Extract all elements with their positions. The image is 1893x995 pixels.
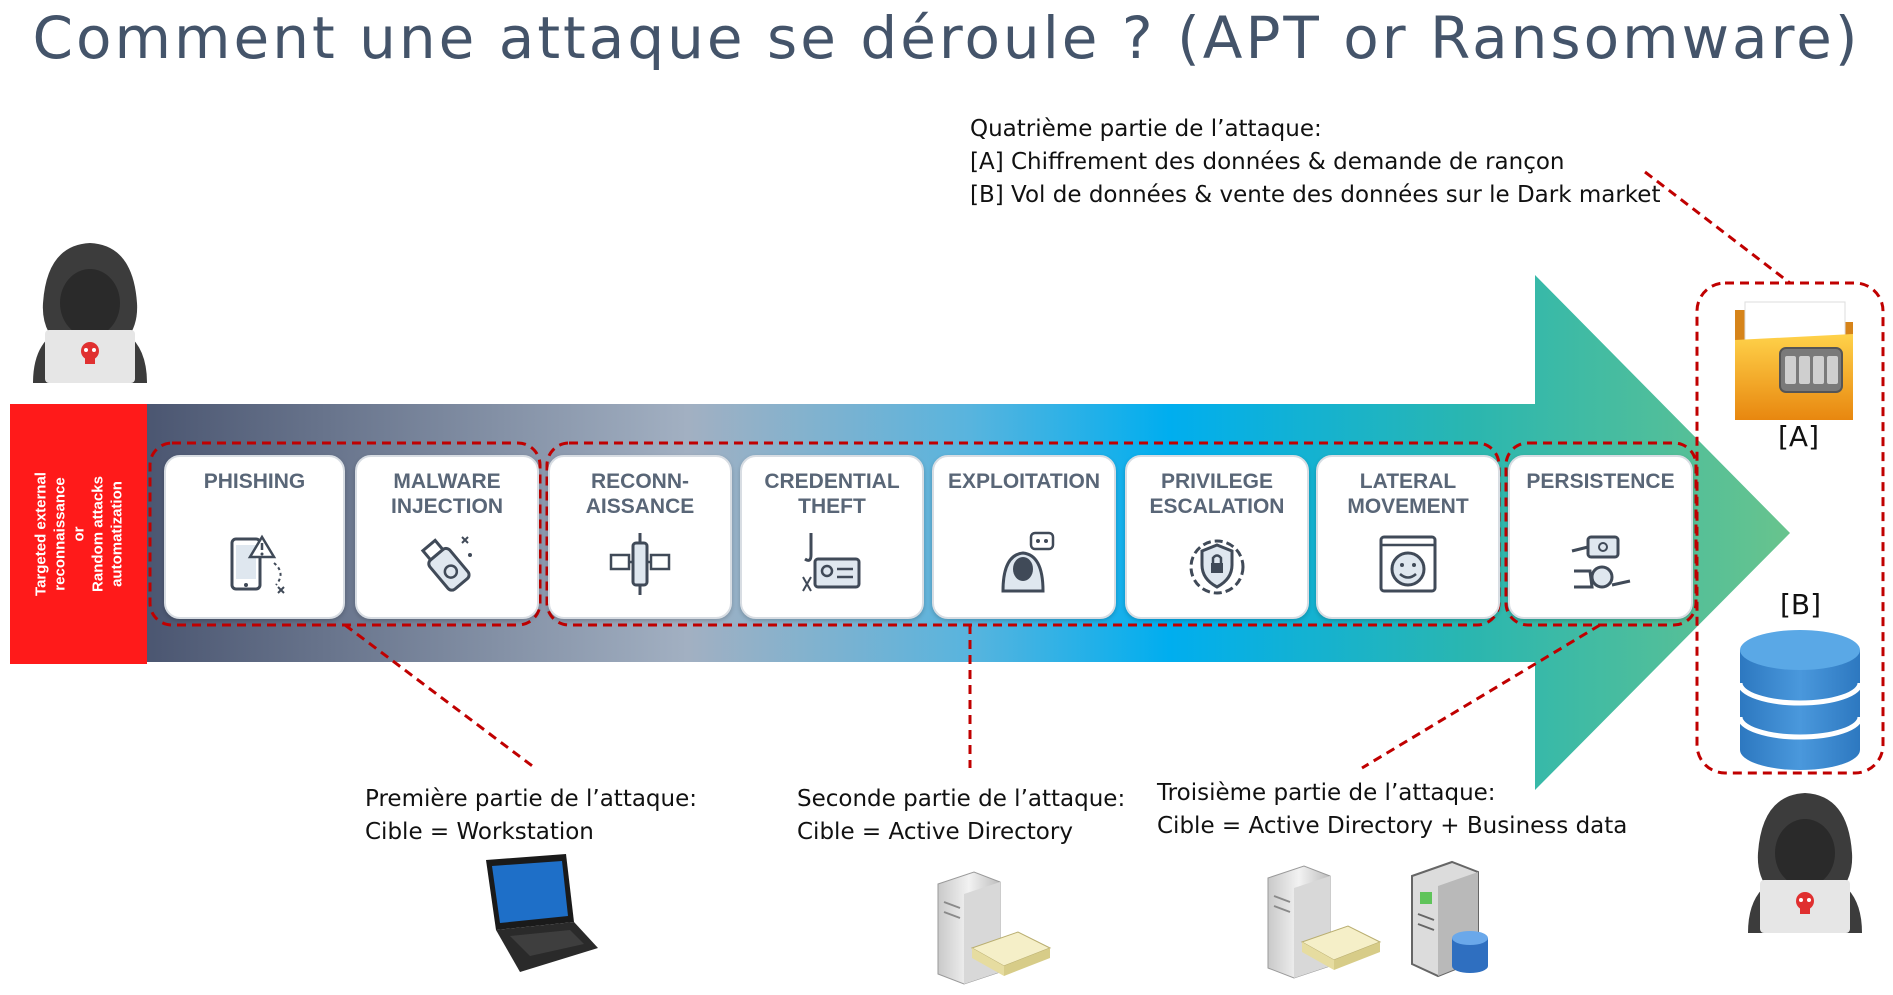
- note-line: Cible = Workstation: [365, 819, 594, 845]
- database-icon: [1737, 630, 1863, 770]
- stage-label: PERSISTENCE: [1526, 470, 1675, 493]
- stage-malware-injection: MALWARE INJECTION: [355, 455, 539, 619]
- satellite-icon: [609, 533, 671, 595]
- stage-label: EXPLOITATION: [947, 470, 1101, 493]
- hands-exchange-icon: [1571, 535, 1630, 589]
- note-line: Quatrième partie de l’attaque:: [970, 116, 1322, 142]
- note-second-part: Seconde partie de l’attaque: Cible = Act…: [797, 783, 1125, 849]
- server-database-icon: [1411, 860, 1488, 978]
- monitor-face-icon: [1379, 535, 1437, 593]
- left-label-line: reconnaissance: [51, 477, 68, 591]
- outcome-a-label: [A]: [1778, 420, 1820, 453]
- connector-first: [344, 623, 536, 770]
- note-line: Seconde partie de l’attaque:: [797, 786, 1126, 812]
- stage-label: CREDENTIAL THEFT: [764, 470, 900, 518]
- left-label-text: Targeted external reconnaissance or Rand…: [31, 414, 126, 654]
- note-line: [A] Chiffrement des données & demande de…: [970, 149, 1565, 175]
- stage-privilege-escalation: PRIVILEGE ESCALATION: [1125, 455, 1309, 619]
- hacker-icon: [1001, 531, 1055, 593]
- usb-malware-icon: [420, 536, 472, 592]
- note-line: Cible = Active Directory + Business data: [1157, 813, 1628, 839]
- note-line: Première partie de l’attaque:: [365, 786, 698, 812]
- left-label-line: Random attacks: [89, 476, 106, 592]
- left-label-line: or: [70, 526, 87, 542]
- left-label-line: Targeted external: [32, 472, 49, 596]
- note-third-part: Troisième partie de l’attaque: Cible = A…: [1157, 777, 1627, 843]
- outcome-b-label: [B]: [1780, 588, 1822, 621]
- phishing-phone-icon: [230, 534, 285, 594]
- server-icon: [1267, 865, 1382, 979]
- note-line: [B] Vol de données & vente des données s…: [970, 182, 1661, 208]
- hacker-right-icon: [1748, 793, 1862, 933]
- note-first-part: Première partie de l’attaque: Cible = Wo…: [365, 783, 697, 849]
- left-label-line: automatization: [108, 481, 125, 587]
- locked-folder-icon: [1735, 301, 1853, 420]
- note-line: Troisième partie de l’attaque:: [1157, 780, 1496, 806]
- credential-card-hook-icon: [802, 533, 861, 592]
- connector-fourth: [1644, 170, 1791, 285]
- stage-label: LATERAL MOVEMENT: [1347, 470, 1469, 518]
- stage-exploitation: EXPLOITATION: [932, 455, 1116, 619]
- stage-lateral-movement: LATERAL MOVEMENT: [1316, 455, 1500, 619]
- stage-reconnaissance: RECONN- AISSANCE: [548, 455, 732, 619]
- note-line: Cible = Active Directory: [797, 819, 1073, 845]
- stage-persistence: PERSISTENCE: [1508, 455, 1693, 619]
- stage-phishing: PHISHING: [164, 455, 345, 619]
- stage-label: PRIVILEGE ESCALATION: [1149, 470, 1285, 518]
- left-label-box: Targeted external reconnaissance or Rand…: [10, 404, 147, 664]
- hacker-left-icon: [33, 243, 147, 383]
- stage-label: PHISHING: [203, 470, 306, 493]
- group-third-part: [1504, 441, 1698, 627]
- stage-label: RECONN- AISSANCE: [585, 470, 695, 518]
- stage-label: MALWARE INJECTION: [390, 470, 503, 518]
- shield-gear-icon: [1189, 539, 1245, 595]
- server-icon: [937, 871, 1052, 985]
- page-title: Comment une attaque se déroule ? (APT or…: [32, 4, 1861, 72]
- connector-third: [1361, 623, 1601, 770]
- note-fourth-part: Quatrième partie de l’attaque: [A] Chiff…: [970, 113, 1660, 212]
- laptop-icon: [486, 854, 598, 972]
- stage-credential-theft: CREDENTIAL THEFT: [740, 455, 924, 619]
